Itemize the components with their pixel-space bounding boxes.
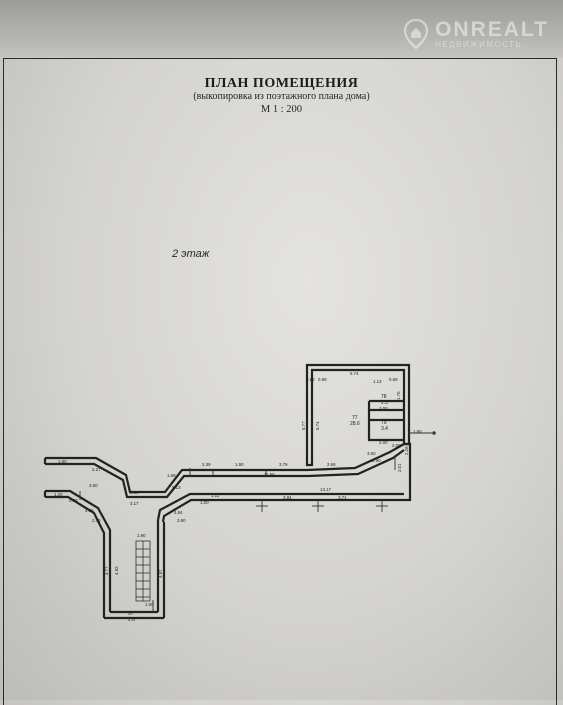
dimension-label: 1.11 (211, 493, 220, 498)
wall-corridor-bottom (156, 492, 404, 521)
dimension-label: 3.84 (283, 495, 292, 500)
dimension-label: 2.90 (372, 458, 381, 463)
dimension-label: 11.56 (264, 472, 275, 477)
dimension-label: 3.79 (279, 462, 288, 467)
wall-corridor-top-inner (45, 449, 405, 499)
dimension-label: 4.97 (158, 569, 163, 578)
dimension-label: 0.69 (389, 377, 398, 382)
dimension-label: 3.00 (89, 483, 98, 488)
room-97-number: 97 (128, 611, 134, 617)
dimension-label: 2.00 (379, 440, 388, 445)
dimension-label: 3.17 (130, 501, 139, 506)
dimension-label: 2.60 (130, 490, 139, 495)
dimension-label: 4.92 (114, 566, 119, 575)
dimension-label: 3.90 (177, 518, 186, 523)
dimension-label: 2.28 (404, 446, 409, 455)
room-78-number: 78 (381, 394, 387, 400)
dimension-label: 2.01 (397, 463, 402, 472)
dimension-label: 2.00 (379, 406, 388, 411)
dimension-label: 4.65 (85, 508, 94, 513)
dimension-label: 1.90 (413, 429, 422, 434)
room-77-area: 28.6 (350, 421, 360, 427)
dimension-label: 0.98 (69, 498, 78, 503)
room-79-area: 3.4 (381, 426, 388, 432)
dimension-label: 1.90 (58, 459, 67, 464)
dimension-label: 5.74 (350, 371, 359, 376)
room-78-area: 2.5 (381, 400, 388, 406)
room-79-number: 79 (381, 420, 387, 426)
watermark-brand: ONREALT (435, 18, 549, 41)
dimension-label: 1.13 (373, 379, 382, 384)
dimension-label: 2.39 (202, 462, 211, 467)
wall-left-lower (45, 489, 112, 612)
photo-shadow (0, 0, 563, 58)
dimension-label: 13.17 (320, 487, 332, 492)
dimension-label: 2.27 (92, 467, 101, 472)
room-77-number: 77 (352, 415, 358, 421)
dimension-label: 5.74 (315, 421, 320, 430)
dimension-label: 1.00 (145, 602, 154, 607)
dimension-label: 1.26 (54, 492, 63, 497)
dimension-label: 0.68 (318, 377, 327, 382)
watermark-tagline: недвижимость (435, 40, 523, 49)
dimension-label: 5.77 (301, 421, 306, 430)
dimension-label: 2.78 (92, 518, 101, 523)
dimension-label: 0.88 (306, 377, 315, 382)
room-97-area: 2.8 (128, 617, 135, 623)
dimension-label: 1.69 (167, 473, 176, 478)
location-pin-icon (403, 18, 429, 49)
dimension-label: 1.90 (137, 533, 146, 538)
dimension-label: 1.00 (200, 500, 209, 505)
wall-right (404, 442, 412, 502)
watermark: ONREALT недвижимость (403, 18, 549, 49)
floor-label: 2 этаж (172, 248, 210, 260)
wall-stair-right (156, 520, 166, 618)
dimension-label: 3.60 (367, 451, 376, 456)
document-title: ПЛАН ПОМЕЩЕНИЯ (204, 76, 359, 91)
dimension-label: 5.13 (172, 485, 181, 490)
dimension-label: 4.77 (104, 566, 109, 575)
wall-stair-bottom (104, 610, 164, 620)
document-subtitle: (выкопировка из поэтажного плана дома) (193, 91, 370, 102)
wall-upper-block (305, 363, 411, 467)
document-frame (3, 58, 557, 705)
dimension-label: 1.90 (235, 462, 244, 467)
wall-corridor-top (45, 443, 405, 494)
wall-corridor-bottom-inner (161, 498, 404, 523)
dimension-label: 4.84 (174, 510, 183, 515)
wall-inner-78 (367, 399, 404, 442)
dimension-label: 2.69 (327, 462, 336, 467)
dimension-label: 1.76 (396, 391, 401, 400)
wall-left-lower-inner (45, 495, 106, 618)
dimension-label: 2.00 (392, 443, 401, 448)
scale-label: М 1 : 200 (260, 104, 303, 115)
dimension-label: 3.71 (338, 495, 347, 500)
